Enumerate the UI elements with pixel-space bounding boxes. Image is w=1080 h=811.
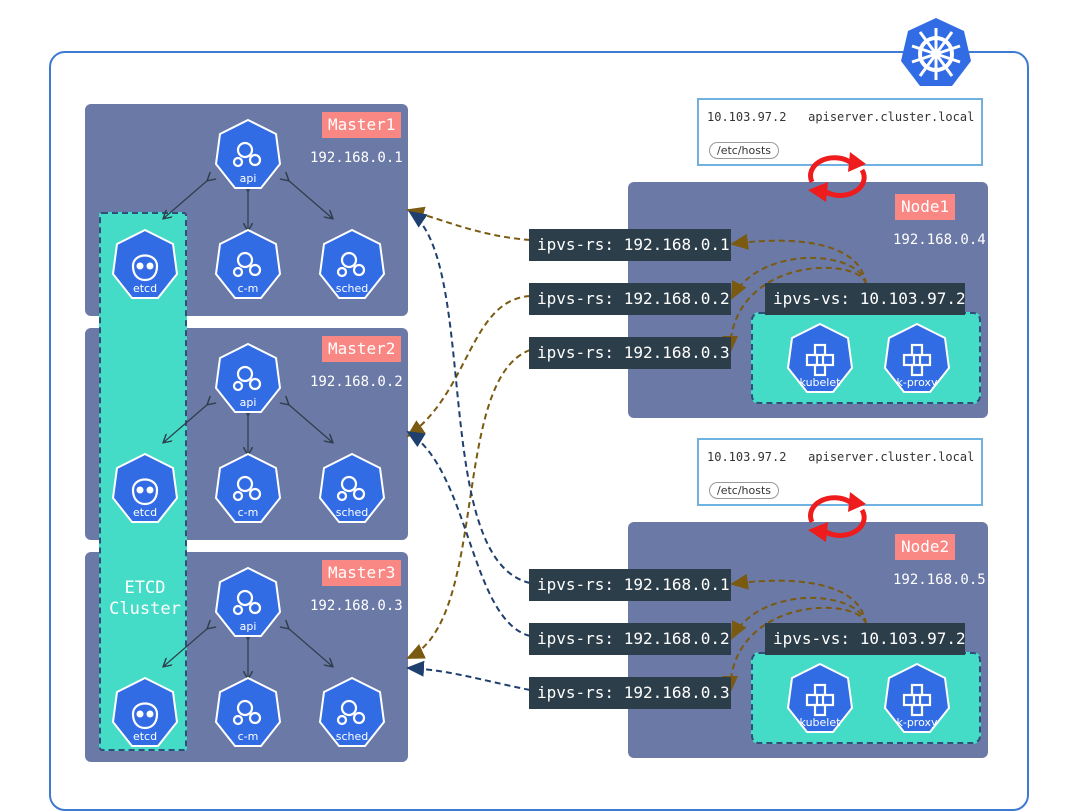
component-label: k-proxy: [896, 376, 938, 389]
master3-links: [164, 628, 332, 678]
node1-tag: Node1: [895, 194, 956, 220]
component-label: kubelet: [800, 716, 842, 729]
node1-ipvs-rs-3: ipvs-rs: 192.168.0.3: [529, 337, 731, 369]
kubelet-icon: kubelet: [786, 662, 854, 733]
etcd-icon: etcd: [111, 452, 179, 523]
hosts-file-badge: /etc/hosts: [709, 482, 780, 499]
node1-hosts-file: 10.103.97.2 apiserver.cluster.local /etc…: [697, 98, 983, 166]
api-icon: api: [214, 118, 282, 189]
node2-ipvs-rs-3: ipvs-rs: 192.168.0.3: [529, 677, 731, 709]
kubernetes-logo-icon: [901, 18, 971, 86]
component-label: api: [240, 396, 257, 409]
node2-ipvs-vs: ipvs-vs: 10.103.97.2: [765, 623, 966, 655]
api-icon: api: [214, 342, 282, 413]
c-m-icon: c-m: [214, 228, 282, 299]
master1-ip: 192.168.0.1: [310, 150, 403, 166]
k-proxy-icon: k-proxy: [883, 322, 951, 393]
etcd-icon: etcd: [111, 228, 179, 299]
component-label: etcd: [133, 506, 157, 519]
sched-icon: sched: [318, 676, 386, 747]
hosts-file-badge: /etc/hosts: [709, 142, 780, 159]
component-label: api: [240, 620, 257, 633]
component-label: etcd: [133, 730, 157, 743]
sync-icon: [808, 492, 867, 542]
sched-icon: sched: [318, 452, 386, 523]
node1-ipvs-rs-2: ipvs-rs: 192.168.0.2: [529, 283, 731, 315]
etcd-cluster-label: ETCD Cluster: [109, 578, 181, 619]
sync-icon: [808, 152, 867, 202]
master-internal-links: [164, 180, 332, 678]
node2-ipvs-rs-1: ipvs-rs: 192.168.0.1: [529, 569, 731, 601]
node2-tag: Node2: [895, 534, 956, 560]
master3-ip: 192.168.0.3: [310, 598, 403, 614]
master2-tag: Master2: [322, 336, 402, 362]
node1-ipvs-vs: ipvs-vs: 10.103.97.2: [765, 283, 966, 315]
component-label: c-m: [238, 282, 259, 295]
master2-links: [164, 404, 332, 454]
hosts-entry: 10.103.97.2 apiserver.cluster.local: [707, 110, 975, 124]
component-label: sched: [336, 730, 369, 743]
node2-ip: 192.168.0.5: [893, 572, 986, 588]
c-m-icon: c-m: [214, 452, 282, 523]
node2-hosts-file: 10.103.97.2 apiserver.cluster.local /etc…: [697, 438, 983, 506]
node1-ipvs-rs-1: ipvs-rs: 192.168.0.1: [529, 229, 731, 261]
master1-tag: Master1: [322, 112, 402, 138]
component-label: api: [240, 172, 257, 185]
node2-ipvs-rs-2: ipvs-rs: 192.168.0.2: [529, 623, 731, 655]
component-label: etcd: [133, 282, 157, 295]
kubelet-icon: kubelet: [786, 322, 854, 393]
k-proxy-icon: k-proxy: [883, 662, 951, 733]
c-m-icon: c-m: [214, 676, 282, 747]
master3-tag: Master3: [322, 560, 402, 586]
connector-layer: [0, 152, 867, 694]
master2-ip: 192.168.0.2: [310, 374, 403, 390]
etcd-icon: etcd: [111, 676, 179, 747]
component-label: c-m: [238, 506, 259, 519]
diagram-canvas: ETCD Cluster Master1 192.168.0.1 Master2…: [0, 18, 1029, 811]
component-label: c-m: [238, 730, 259, 743]
component-label: k-proxy: [896, 716, 938, 729]
component-label: sched: [336, 282, 369, 295]
api-icon: api: [214, 566, 282, 637]
node1-ip: 192.168.0.4: [893, 232, 986, 248]
master1-links: [164, 180, 332, 230]
component-label: sched: [336, 506, 369, 519]
component-label: kubelet: [800, 376, 842, 389]
sched-icon: sched: [318, 228, 386, 299]
hosts-entry: 10.103.97.2 apiserver.cluster.local: [707, 450, 975, 464]
